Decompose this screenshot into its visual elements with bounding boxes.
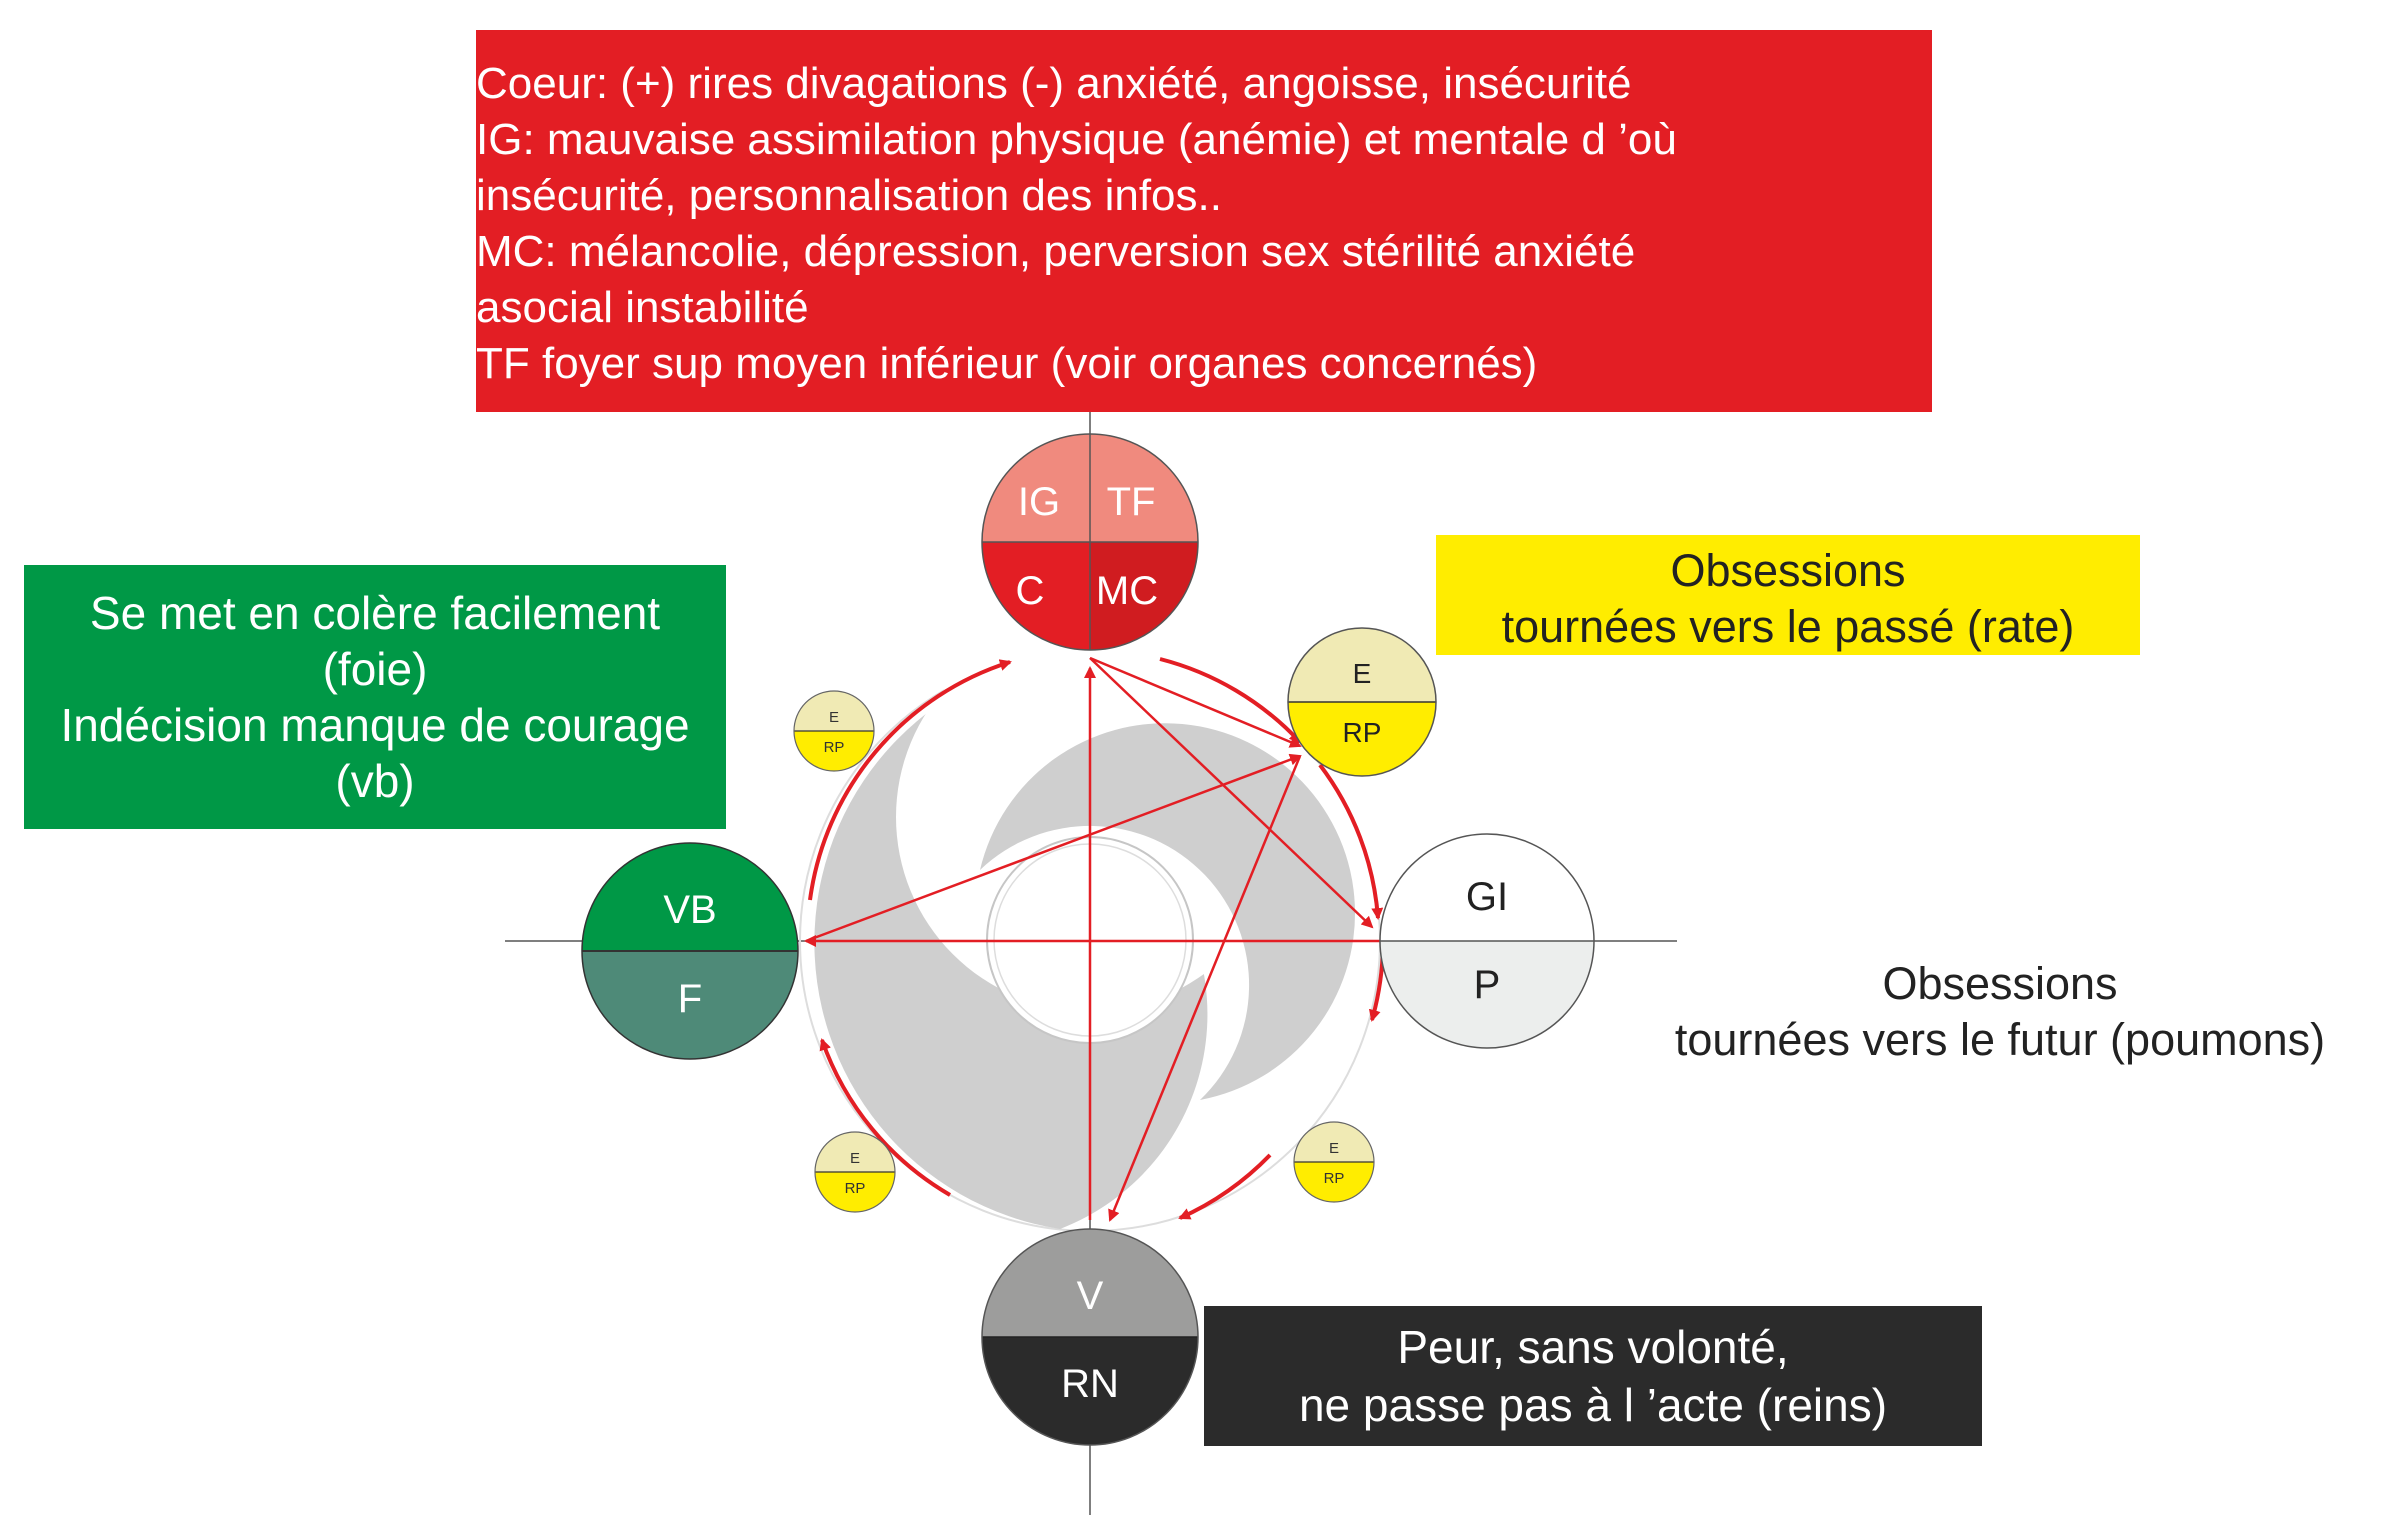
line-fire-to-metal: [1089, 657, 1374, 929]
metal-circle: [1379, 833, 1595, 1049]
fire-label-mc: MC: [1096, 569, 1158, 613]
wood-line: Indécision manque de courage: [60, 699, 690, 751]
metal-line: Obsessions: [1882, 958, 2118, 1009]
water-description-box: Peur, sans volonté, ne passe pas à l ’ac…: [1204, 1306, 1982, 1446]
crescent-lower-lobe: [980, 723, 1356, 1100]
fire-label-ig: IG: [1018, 480, 1060, 524]
line-earth-to-water: [1108, 755, 1302, 1222]
arc-water-to-earth3: [819, 1038, 952, 1197]
fire-label-c: C: [1016, 569, 1045, 613]
small-earth-ul-e: E: [829, 709, 839, 726]
wood-description-box: Se met en colère facilement (foie) Indéc…: [24, 565, 726, 829]
fire-line: TF foyer sup moyen inférieur (voir organ…: [476, 339, 1538, 388]
wood-label-vb: VB: [663, 888, 716, 932]
metal-line: tournées vers le futur (poumons): [1674, 1014, 2326, 1065]
earth-line: Obsessions: [1670, 545, 1906, 596]
fire-label-tf: TF: [1107, 480, 1156, 524]
earth-circle: [1287, 627, 1437, 777]
arc-earth2-to-water: [1178, 1153, 1272, 1220]
arc-fire-to-earth: [1159, 657, 1302, 744]
water-label-v: V: [1077, 1274, 1104, 1318]
fire-line: IG: mauvaise assimilation physique (aném…: [476, 115, 1677, 164]
control-lines: [804, 656, 1380, 1222]
fire-circle: [981, 433, 1199, 651]
fire-line: insécurité, personnalisation des infos..: [476, 171, 1222, 220]
water-circle: [981, 1228, 1199, 1446]
metal-label-gi: GI: [1466, 875, 1508, 919]
fire-line: asocial instabilité: [476, 283, 809, 332]
wood-circle: [581, 842, 799, 1060]
small-earth-circle-lower-left: [814, 1131, 896, 1213]
small-earth-circle-lower-right: [1293, 1121, 1375, 1203]
arc-earth-to-metal: [1318, 763, 1384, 920]
small-earth-lr-rp: RP: [1324, 1170, 1345, 1187]
wood-line: (foie): [322, 643, 428, 695]
generating-cycle-arrows: [808, 657, 1385, 1220]
line-fire-to-earth: [1089, 656, 1302, 748]
fire-line: MC: mélancolie, dépression, perversion s…: [476, 227, 1636, 276]
wood-line: Se met en colère facilement: [89, 587, 661, 639]
small-earth-lr-e: E: [1329, 1140, 1339, 1157]
small-earth-ll-e: E: [850, 1150, 860, 1167]
line-wood-to-earth: [805, 753, 1302, 943]
small-earth-ul-rp: RP: [824, 739, 845, 756]
metal-label-p: P: [1474, 963, 1501, 1007]
earth-label-e: E: [1353, 658, 1372, 689]
small-earth-circle-upper-left: [793, 690, 875, 772]
wood-label-f: F: [678, 977, 702, 1021]
small-earth-ll-rp: RP: [845, 1180, 866, 1197]
water-line: Peur, sans volonté,: [1397, 1321, 1789, 1373]
water-line: ne passe pas à l ’acte (reins): [1298, 1379, 1888, 1431]
earth-description-box: Obsessions tournées vers le passé (rate): [1436, 535, 2140, 655]
earth-label-rp: RP: [1343, 717, 1382, 748]
wood-line: (vb): [335, 755, 415, 807]
fire-line: Coeur: (+) rires divagations (-) anxiété…: [476, 59, 1632, 108]
water-label-rn: RN: [1061, 1362, 1119, 1406]
arc-wood-to-fire: [808, 659, 1012, 901]
earth-line: tournées vers le passé (rate): [1501, 601, 2075, 652]
metal-description-text: Obsessions tournées vers le futur (poumo…: [1610, 948, 2390, 1068]
fire-description-box: Coeur: (+) rires divagations (-) anxiété…: [476, 30, 1932, 412]
